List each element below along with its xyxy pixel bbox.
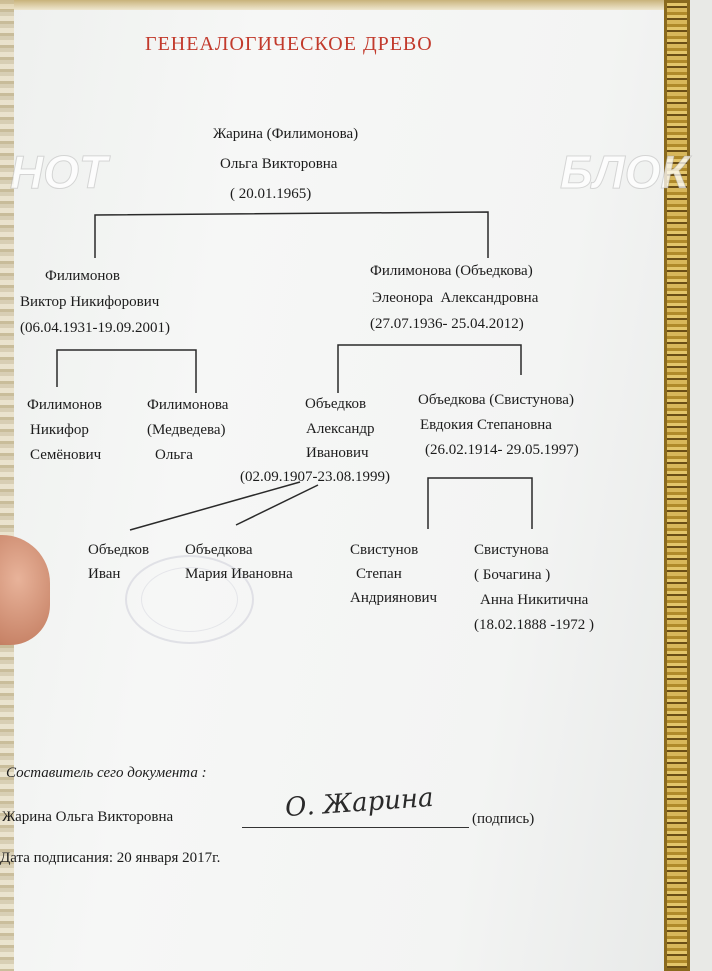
mother-name: Элеонора Александровна: [372, 290, 539, 306]
mgf-dates: (02.09.1907-23.08.1999): [240, 469, 390, 485]
root-name: Ольга Викторовна: [220, 156, 338, 172]
watermark-left: НОТ: [9, 146, 108, 199]
mother-surname: Филимонова (Объедкова): [370, 263, 533, 279]
pgf-surname: Филимонов: [27, 397, 102, 413]
pgm-surname: Филимонова: [147, 397, 229, 413]
pgm-name: Ольга: [155, 447, 193, 463]
top-border: [0, 0, 712, 10]
ggm2-surname: Свистунова: [474, 542, 549, 558]
mgm-dates: (26.02.1914- 29.05.1997): [425, 442, 579, 458]
ggm1-name: Мария Ивановна: [185, 566, 293, 582]
father-surname: Филимонов: [45, 268, 120, 284]
ggf2-patronymic: Андриянович: [350, 590, 438, 606]
pgm-maiden: (Медведева): [147, 422, 226, 438]
root-surname: Жарина (Филимонова): [213, 126, 359, 142]
ggm1-surname: Объедкова: [185, 542, 253, 558]
right-margin: [690, 0, 712, 971]
ggf1-surname: Объедков: [88, 542, 150, 558]
ggm2-maiden: ( Бочагина ): [474, 567, 551, 583]
left-ornamental-border: [0, 0, 14, 971]
mgf-name: Александр: [306, 421, 375, 437]
ggf1-name: Иван: [88, 566, 121, 582]
faded-seal-stamp: [125, 555, 254, 644]
signing-date: Дата подписания: 20 января 2017г.: [0, 850, 221, 866]
mgm-name: Евдокия Степановна: [420, 417, 552, 433]
mother-dates: (27.07.1936- 25.04.2012): [370, 316, 524, 332]
ggm2-name: Анна Никитична: [480, 592, 589, 608]
mgf-patronymic: Иванович: [306, 445, 369, 461]
compiler-name: Жарина Ольга Викторовна: [2, 809, 174, 825]
signature-line: [242, 827, 469, 828]
pgf-name: Никифор: [30, 422, 89, 438]
father-dates: (06.04.1931-19.09.2001): [20, 320, 170, 336]
signature-note: (подпись): [472, 811, 535, 827]
father-name: Виктор Никифорович: [20, 294, 160, 310]
pgf-patronymic: Семёнович: [30, 447, 102, 463]
page-title: ГЕНЕАЛОГИЧЕСКОЕ ДРЕВО: [145, 33, 433, 55]
mgf-surname: Объедков: [305, 396, 367, 412]
ggf2-surname: Свистунов: [350, 542, 419, 558]
compiler-label: Составитель сего документа :: [6, 765, 207, 781]
root-dates: ( 20.01.1965): [230, 186, 312, 202]
watermark-right: БЛОК: [560, 146, 690, 199]
ggf2-name: Степан: [356, 566, 402, 582]
mgm-surname: Объедкова (Свистунова): [418, 392, 574, 408]
ggm2-dates: (18.02.1888 -1972 ): [474, 617, 594, 633]
gold-ornamental-border: [664, 0, 690, 971]
